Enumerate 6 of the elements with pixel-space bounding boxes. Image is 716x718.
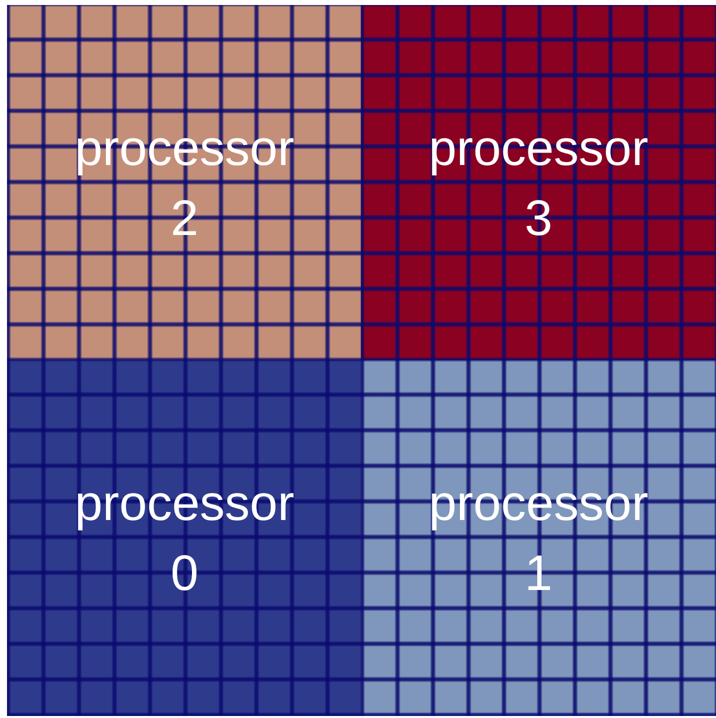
block-label: processor 0	[74, 474, 296, 603]
mesh-block	[7, 360, 362, 716]
mesh-block	[361, 360, 716, 716]
mesh-block	[361, 5, 716, 361]
mesh-block	[7, 5, 362, 361]
block-label: processor 3	[428, 119, 650, 248]
